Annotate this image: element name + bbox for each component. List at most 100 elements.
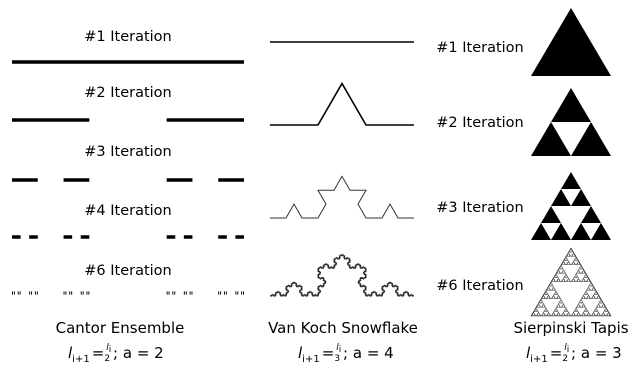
sierpinski-filled-triangle — [552, 294, 555, 296]
sierpinski-filled-triangle — [559, 305, 561, 307]
sierpinski-filled-triangle — [583, 297, 585, 299]
sierpinski-filled-triangle — [575, 273, 577, 275]
sierpinski-filled-triangle — [571, 250, 573, 252]
sierpinski-filled-triangle — [563, 280, 565, 282]
sierpinski-filled-triangle — [597, 311, 600, 313]
sierpinski-filled-triangle — [541, 302, 543, 304]
sierpinski-filled-triangle — [591, 285, 593, 287]
sierpinski-filled-triangle — [556, 274, 558, 276]
sierpinski-filled-triangle — [537, 314, 539, 316]
sierpinski-filled-triangle — [569, 254, 571, 256]
sierpinski-filled-triangle — [549, 297, 551, 299]
sierpinski-filled-triangle — [547, 312, 549, 314]
sierpinski-filled-triangle — [581, 266, 583, 268]
sierpinski-filled-triangle — [593, 312, 595, 314]
sierpinski-filled-triangle — [559, 266, 561, 268]
sierpinski-filled-triangle — [559, 313, 561, 315]
sierpinski-filled-triangle — [557, 280, 559, 282]
sierpinski-filled-triangle — [549, 284, 551, 286]
sierpinski-filled-triangle — [544, 293, 546, 295]
sierpinski-filled-triangle — [581, 306, 583, 308]
sierpinski-filled-triangle — [553, 278, 555, 280]
sierpinski-filled-triangle — [557, 304, 559, 306]
sierpinski-filled-triangle — [544, 313, 546, 315]
sierpinski-filled-triangle — [579, 302, 581, 304]
sierpinski-filled-triangle — [551, 313, 553, 315]
sierpinski-filled-triangle — [539, 305, 541, 307]
sierpinski-filled-triangle — [568, 255, 570, 257]
sierpinski-filled-triangle — [558, 272, 560, 274]
sierpinski-filled-triangle — [560, 299, 562, 301]
koch-iteration-6-curve — [270, 253, 414, 297]
sierpinski-filled-triangle — [554, 280, 556, 282]
sierpinski-filled-triangle — [604, 309, 606, 311]
sierpinski-filled-triangle — [581, 305, 583, 307]
sierpinski-filled-triangle — [554, 276, 556, 278]
koch-caption: Van Koch Snowflake — [268, 319, 418, 337]
sierpinski-filled-triangle — [576, 259, 578, 261]
sierpinski-filled-triangle — [542, 302, 544, 304]
sierpinski-filled-triangle — [570, 248, 572, 250]
sierpinski-filled-triangle — [591, 284, 593, 286]
sierpinski-filled-triangle — [593, 297, 595, 299]
sierpinski-filled-triangle — [576, 262, 578, 264]
sierpinski-filled-triangle — [596, 310, 598, 312]
sierpinski-filled-triangle — [562, 311, 565, 313]
sierpinski-filled-triangle — [546, 308, 548, 310]
sierpinski-filled-triangle — [556, 292, 558, 294]
sierpinski-filled-triangle — [574, 262, 576, 264]
sierpinski-filled-triangle — [582, 280, 584, 282]
sierpinski-filled-triangle — [573, 312, 575, 314]
sierpinski-filled-triangle — [558, 295, 560, 297]
sierpinski-filled-triangle — [563, 261, 565, 263]
sierpinski-filled-triangle — [531, 313, 533, 315]
sierpinski-filled-triangle — [583, 293, 585, 295]
sierpinski-filled-triangle — [531, 223, 551, 240]
sierpinski-filled-triangle — [564, 262, 566, 264]
cantor-iteration-2-label: #2 Iteration — [84, 85, 172, 101]
sierpinski-filled-triangle — [558, 306, 560, 308]
sierpinski-filled-triangle — [577, 260, 580, 262]
sierpinski-filled-triangle — [557, 306, 559, 308]
sierpinski-filled-triangle — [568, 280, 570, 282]
sierpinski-filled-triangle — [592, 289, 594, 291]
sierpinski-filled-triangle — [563, 278, 565, 280]
sierpinski-filled-triangle — [581, 313, 583, 315]
sierpinski-filled-triangle — [574, 275, 576, 277]
sierpinski-filled-triangle — [568, 278, 570, 280]
sierpinski-filled-triangle — [551, 223, 571, 240]
sierpinski-filled-triangle — [555, 307, 557, 309]
sierpinski-filled-triangle — [565, 273, 567, 275]
sierpinski-filled-triangle — [595, 307, 597, 309]
sierpinski-filled-triangle — [564, 258, 566, 260]
sierpinski-filled-triangle — [561, 267, 563, 269]
sierpinski-filled-triangle — [592, 311, 595, 313]
sierpinski-filled-triangle — [592, 286, 595, 288]
sierpinski-filled-triangle — [576, 306, 578, 308]
sierpinski-filled-triangle — [572, 278, 574, 280]
sierpinski-filled-triangle — [545, 307, 547, 309]
sierpinski-filled-triangle — [566, 263, 568, 265]
sierpinski-filled-triangle — [536, 313, 538, 315]
sierpinski-filled-triangle — [556, 314, 558, 316]
sierpinski-iteration-3-triangle — [531, 172, 611, 240]
sierpinski-filled-triangle — [607, 314, 609, 316]
sierpinski-filled-triangle — [587, 311, 590, 313]
sierpinski-filled-triangle — [567, 312, 569, 314]
sierpinski-filled-triangle — [552, 295, 554, 297]
sierpinski-filled-triangle — [599, 314, 601, 316]
sierpinski-filled-triangle — [576, 314, 578, 316]
sierpinski-filled-triangle — [567, 314, 569, 316]
sierpinski-filled-triangle — [592, 312, 594, 314]
sierpinski-filled-triangle — [534, 314, 536, 316]
sierpinski-filled-triangle — [575, 307, 577, 309]
sierpinski-filled-triangle — [599, 305, 601, 307]
koch-column: #1 Iteration #2 Iteration #3 Iteration #… — [268, 40, 524, 365]
sierpinski-filled-triangle — [561, 263, 563, 265]
sierpinski-filled-triangle — [602, 304, 604, 306]
sierpinski-filled-triangle — [539, 302, 541, 304]
sierpinski-filled-triangle — [574, 255, 576, 257]
sierpinski-filled-triangle — [551, 297, 553, 299]
sierpinski-filled-triangle — [579, 300, 581, 302]
sierpinski-filled-triangle — [585, 307, 587, 309]
